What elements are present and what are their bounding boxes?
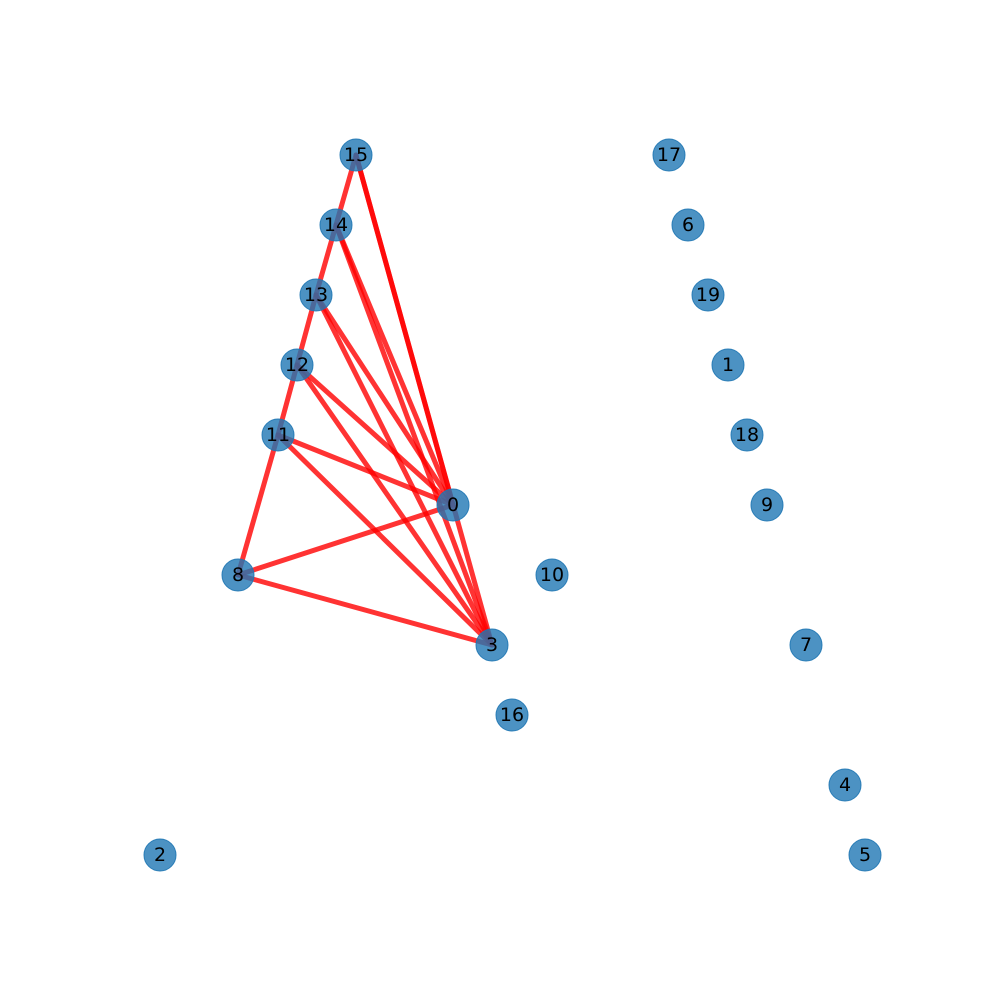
node-circle bbox=[495, 698, 529, 732]
node-14: 14 bbox=[319, 208, 353, 242]
node-0: 0 bbox=[436, 488, 470, 522]
node-circle bbox=[339, 138, 373, 172]
node-18: 18 bbox=[730, 418, 764, 452]
node-label: 9 bbox=[761, 494, 773, 516]
edge-8-0 bbox=[235, 502, 456, 578]
edge-12-3 bbox=[294, 362, 495, 648]
node-circle bbox=[280, 348, 314, 382]
node-label: 16 bbox=[500, 704, 524, 726]
node-circle bbox=[143, 838, 177, 872]
node-10: 10 bbox=[535, 558, 569, 592]
node-label: 11 bbox=[266, 424, 290, 446]
edges-layer bbox=[235, 152, 495, 648]
node-circle bbox=[691, 278, 725, 312]
node-label: 5 bbox=[859, 844, 871, 866]
node-circle bbox=[828, 768, 862, 802]
node-2: 2 bbox=[143, 838, 177, 872]
node-circle bbox=[789, 628, 823, 662]
edge-13-0 bbox=[313, 292, 456, 508]
node-label: 12 bbox=[285, 354, 309, 376]
edge-8-3 bbox=[235, 572, 495, 648]
node-circle bbox=[730, 418, 764, 452]
node-19: 19 bbox=[691, 278, 725, 312]
node-11: 11 bbox=[261, 418, 295, 452]
node-label: 0 bbox=[447, 494, 459, 516]
node-circle bbox=[319, 208, 353, 242]
node-9: 9 bbox=[750, 488, 784, 522]
node-circle bbox=[299, 278, 333, 312]
node-circle bbox=[711, 348, 745, 382]
edge-13-3 bbox=[313, 292, 495, 648]
node-7: 7 bbox=[789, 628, 823, 662]
edge-11-0 bbox=[275, 432, 456, 508]
node-label: 13 bbox=[304, 284, 328, 306]
edge-11-3 bbox=[275, 432, 495, 648]
node-label: 17 bbox=[657, 144, 681, 166]
node-circle bbox=[652, 138, 686, 172]
node-circle bbox=[750, 488, 784, 522]
node-8: 8 bbox=[221, 558, 255, 592]
node-6: 6 bbox=[671, 208, 705, 242]
node-4: 4 bbox=[828, 768, 862, 802]
node-circle bbox=[535, 558, 569, 592]
node-15: 15 bbox=[339, 138, 373, 172]
node-label: 8 bbox=[232, 564, 244, 586]
node-label: 14 bbox=[324, 214, 348, 236]
node-circle bbox=[221, 558, 255, 592]
node-label: 19 bbox=[696, 284, 720, 306]
node-label: 4 bbox=[839, 774, 851, 796]
edge-15-3 bbox=[353, 152, 495, 648]
node-label: 3 bbox=[486, 634, 498, 656]
node-circle bbox=[436, 488, 470, 522]
node-13: 13 bbox=[299, 278, 333, 312]
node-label: 1 bbox=[722, 354, 734, 376]
edge-11-8 bbox=[235, 432, 281, 578]
node-1: 1 bbox=[711, 348, 745, 382]
node-circle bbox=[261, 418, 295, 452]
node-circle bbox=[848, 838, 882, 872]
node-label: 6 bbox=[682, 214, 694, 236]
node-circle bbox=[671, 208, 705, 242]
edge-12-0 bbox=[294, 362, 456, 508]
node-circle bbox=[475, 628, 509, 662]
node-16: 16 bbox=[495, 698, 529, 732]
node-label: 18 bbox=[735, 424, 759, 446]
node-17: 17 bbox=[652, 138, 686, 172]
node-12: 12 bbox=[280, 348, 314, 382]
edge-14-3 bbox=[333, 222, 495, 648]
node-label: 2 bbox=[154, 844, 166, 866]
node-label: 10 bbox=[540, 564, 564, 586]
node-label: 7 bbox=[800, 634, 812, 656]
node-3: 3 bbox=[475, 628, 509, 662]
node-label: 15 bbox=[344, 144, 368, 166]
node-5: 5 bbox=[848, 838, 882, 872]
